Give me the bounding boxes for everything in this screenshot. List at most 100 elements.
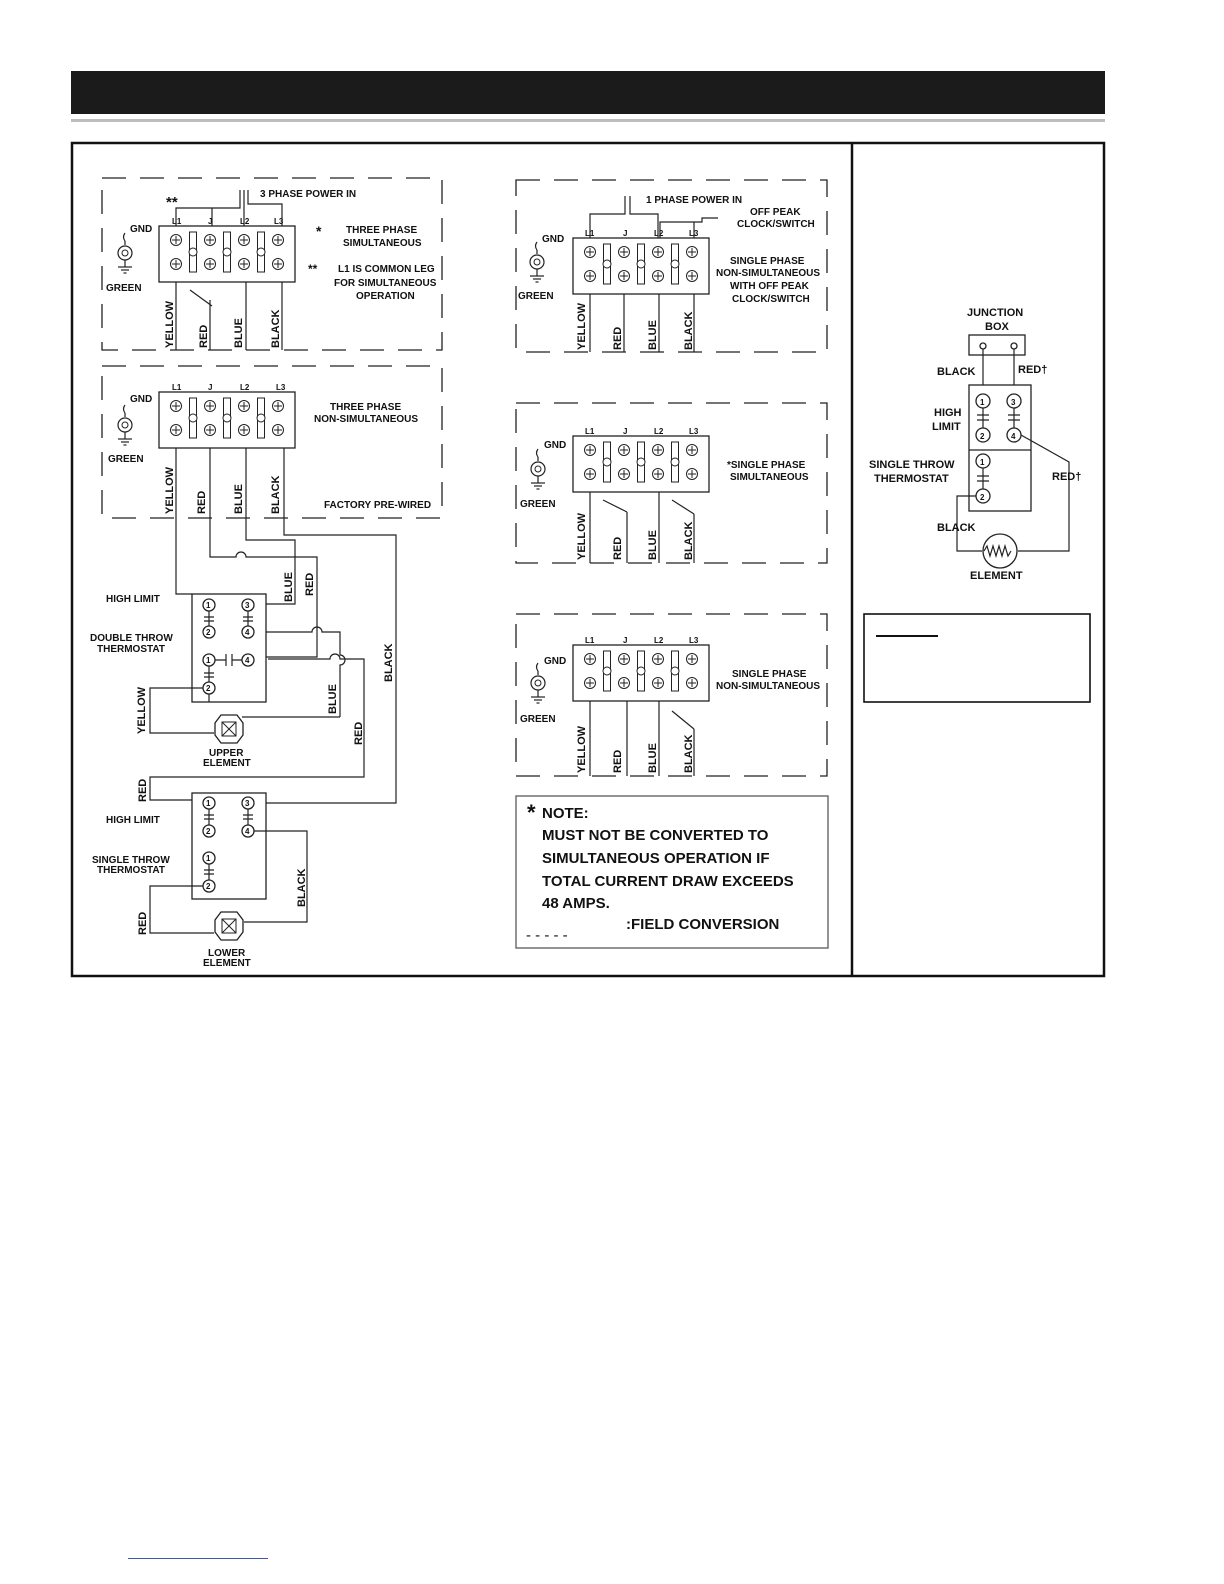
wire-black-label: BLACK	[296, 868, 308, 907]
note-line-4: 48 AMPS.	[542, 895, 610, 912]
svg-text:2: 2	[206, 684, 211, 693]
lower-element-label-2: ELEMENT	[203, 958, 251, 969]
high-limit-label: HIGH LIMIT	[106, 815, 160, 826]
off-peak-label: OFF PEAK	[750, 207, 801, 218]
diagram-three-phase-non-simultaneous: GND GREEN L1 J L2 L3 THREE PHASE NON-SIM…	[101, 365, 443, 804]
terminal-l2-label: L2	[654, 636, 664, 645]
wire-red-label: RED	[196, 491, 208, 514]
wire-yellow-label: YELLOW	[576, 302, 588, 350]
terminal-l2-label: L2	[240, 383, 250, 392]
double-star-marker: **	[166, 194, 178, 211]
double-throw-thermostat: HIGH LIMIT DOUBLE THROW THERMOSTAT 1 2 3…	[90, 593, 340, 769]
header-rule	[71, 119, 1105, 122]
gnd-label: GND	[130, 394, 152, 405]
svg-text:2: 2	[206, 628, 211, 637]
wire-yellow-label: YELLOW	[164, 300, 176, 348]
svg-text:1: 1	[206, 854, 211, 863]
footer-link-underline[interactable]	[128, 1558, 268, 1559]
gnd-label: GND	[130, 224, 152, 235]
thermostat-label: THERMOSTAT	[97, 644, 165, 655]
wire-yellow-label: YELLOW	[576, 512, 588, 560]
terminal-j-label: J	[208, 383, 212, 392]
wire-yellow-label: YELLOW	[576, 725, 588, 773]
terminal-l3-label: L3	[274, 217, 284, 226]
note-star: *	[527, 800, 536, 825]
black-wire-label: BLACK	[937, 366, 976, 378]
wire-red-label: RED	[353, 722, 365, 745]
wire-blue-label: BLUE	[233, 484, 245, 514]
title-clock-switch: CLOCK/SWITCH	[732, 294, 810, 305]
diagram-single-phase-off-peak: GND GREEN L1 J L2 L3 1 PHASE POWER IN OF…	[515, 179, 828, 353]
wire-black-label: BLACK	[683, 734, 695, 773]
terminal-l1-label: L1	[585, 427, 595, 436]
outer-frame	[70, 141, 1106, 978]
single-element-diagram: JUNCTION BOX BLACK RED† HIGH LIMIT SINGL…	[869, 307, 1081, 582]
green-label: GREEN	[108, 454, 144, 465]
terminal-j-label: J	[208, 217, 212, 226]
terminal-l2-label: L2	[654, 229, 664, 238]
wire-black-label: BLACK	[683, 521, 695, 560]
red-wire-label: RED†	[1018, 364, 1047, 376]
note-operation: OPERATION	[356, 291, 415, 302]
diagram-three-phase-simultaneous: GND GREEN L1 J L2 L3 ** 3 PHASE POWER IN…	[101, 177, 443, 351]
dash-legend: - - - - -	[526, 927, 568, 944]
wire-black-label: BLACK	[270, 309, 282, 348]
upper-element-label-2: ELEMENT	[203, 758, 251, 769]
gnd-label: GND	[544, 656, 566, 667]
high-limit-label: HIGH	[934, 407, 962, 419]
note-common-leg: L1 IS COMMON LEG	[338, 264, 435, 275]
wire-yellow-label: YELLOW	[136, 686, 148, 734]
diagram-single-phase-simultaneous: GND GREEN L1 J L2 L3 *SINGLE PHASE SIMUL…	[515, 402, 828, 564]
power-in-label: 1 PHASE POWER IN	[646, 195, 742, 206]
green-label: GREEN	[518, 291, 554, 302]
svg-text:1: 1	[206, 601, 211, 610]
wire-red-label: RED	[304, 573, 316, 596]
terminal-l3-label: L3	[689, 636, 699, 645]
svg-text:2: 2	[206, 882, 211, 891]
note-simultaneous: SIMULTANEOUS	[343, 238, 422, 249]
green-label: GREEN	[520, 499, 556, 510]
note-heading: NOTE:	[542, 805, 589, 822]
wire-red-label: RED	[198, 325, 210, 348]
upper-element-label: UPPER	[209, 748, 244, 759]
note-for-simultaneous: FOR SIMULTANEOUS	[334, 278, 437, 289]
wire-red-label: RED	[612, 327, 624, 350]
wire-red-label: RED	[612, 537, 624, 560]
svg-text:1: 1	[980, 398, 985, 407]
terminal-j-label: J	[623, 636, 627, 645]
title-non-simultaneous: NON-SIMULTANEOUS	[716, 268, 820, 279]
limit-label: LIMIT	[932, 421, 961, 433]
wire-red-label: RED	[137, 912, 149, 935]
thermostat-label: THERMOSTAT	[874, 473, 949, 485]
power-in-label: 3 PHASE POWER IN	[260, 189, 356, 200]
terminal-l1-label: L1	[172, 217, 182, 226]
element-label: ELEMENT	[970, 570, 1023, 582]
wire-black-label: BLACK	[683, 311, 695, 350]
wire-black-label: BLACK	[383, 643, 395, 682]
title-single-phase: SINGLE PHASE	[730, 256, 805, 267]
svg-text:3: 3	[245, 601, 250, 610]
wire-blue-label: BLUE	[233, 318, 245, 348]
wire-yellow-label: YELLOW	[164, 466, 176, 514]
green-label: GREEN	[106, 283, 142, 294]
svg-text:1: 1	[206, 656, 211, 665]
black-wire-label-2: BLACK	[937, 522, 976, 534]
wire-red-label: RED	[612, 750, 624, 773]
svg-text:2: 2	[980, 493, 985, 502]
single-throw-thermostat-lower: RED HIGH LIMIT SINGLE THROW THERMOSTAT 1…	[92, 779, 308, 969]
green-label: GREEN	[520, 714, 556, 725]
note-line-2: SIMULTANEOUS OPERATION IF	[542, 850, 770, 867]
factory-prewired-label: FACTORY PRE-WIRED	[324, 500, 431, 511]
lower-element-label: LOWER	[208, 948, 246, 959]
title-single-phase: SINGLE PHASE	[732, 669, 807, 680]
svg-text:2: 2	[980, 432, 985, 441]
terminal-j-label: J	[623, 427, 627, 436]
thermostat-label: THERMOSTAT	[97, 865, 165, 876]
right-legend-box	[863, 613, 1091, 703]
svg-text:3: 3	[1011, 398, 1016, 407]
terminal-j-label: J	[623, 229, 627, 238]
double-star-note-marker: **	[308, 262, 318, 276]
diagram-single-phase-non-simultaneous: GND GREEN L1 J L2 L3 SINGLE PHASE NON-SI…	[515, 613, 828, 777]
svg-text:2: 2	[206, 827, 211, 836]
